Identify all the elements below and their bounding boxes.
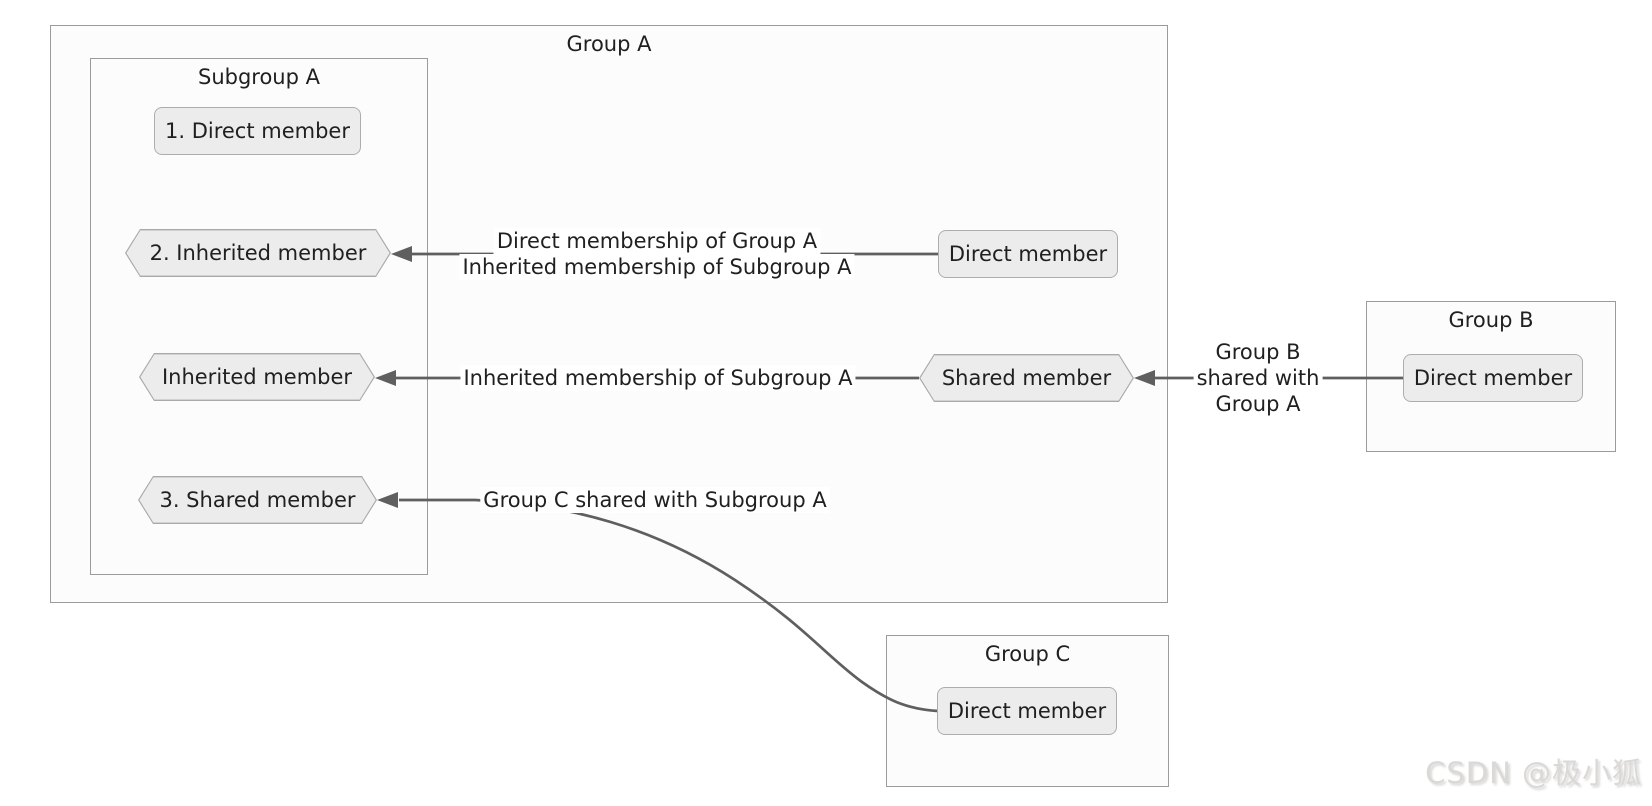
node-label: Direct member	[948, 242, 1108, 266]
cluster-title-group-a: Group A	[566, 32, 652, 56]
edge-direct-membership-arrowhead-icon	[391, 246, 412, 262]
edge-label-line: Inherited membership of Subgroup A	[460, 365, 856, 391]
hexagon-fill	[140, 354, 373, 399]
edge-label-group-c-shared: Group C shared with Subgroup A	[480, 487, 830, 513]
hexagon-fill	[126, 230, 389, 275]
cluster-title-group-b: Group B	[1448, 308, 1534, 332]
hexagon-fill	[139, 477, 375, 522]
node-label: Direct member	[947, 699, 1107, 723]
hexagon-fill	[920, 355, 1132, 400]
edge-group-c-shared-arrowhead-icon	[377, 492, 398, 508]
cluster-title-group-c: Group C	[984, 642, 1071, 666]
edge-group-b-shared-arrowhead-icon	[1134, 370, 1155, 386]
node-label: Direct member	[1413, 366, 1573, 390]
edge-label-line: Group B	[1212, 339, 1304, 365]
edge-label-group-b-shared: Group B shared with Group A	[1193, 339, 1323, 417]
node-subgroup-shared-member-3: 3. Shared member	[138, 476, 377, 524]
csdn-watermark: CSDN @极小狐	[1425, 756, 1642, 790]
edge-label-line: Direct membership of Group A	[493, 228, 821, 254]
edge-inherited-membership-arrowhead-icon	[375, 370, 396, 386]
node-label: 3. Shared member	[159, 488, 356, 512]
edge-label-line: shared with	[1193, 365, 1323, 391]
node-group-c-direct-member: Direct member	[937, 687, 1117, 735]
node-group-a-direct-member: Direct member	[938, 230, 1118, 278]
cluster-title-subgroup-a: Subgroup A	[197, 65, 320, 89]
node-label: Shared member	[941, 366, 1112, 390]
node-label: Inherited member	[161, 365, 353, 389]
node-subgroup-direct-member: 1. Direct member	[154, 107, 361, 155]
node-group-b-direct-member: Direct member	[1403, 354, 1583, 402]
edge-label-line: Group C shared with Subgroup A	[480, 487, 830, 513]
edge-label-line: Inherited membership of Subgroup A	[459, 254, 855, 280]
edge-group-c-shared-line	[399, 498, 939, 713]
edge-label-line: Group A	[1212, 391, 1304, 417]
edge-label-inherited-membership: Inherited membership of Subgroup A	[460, 365, 856, 391]
node-subgroup-inherited-member: Inherited member	[139, 353, 375, 401]
node-label: 2. Inherited member	[149, 241, 367, 265]
node-label: 1. Direct member	[165, 119, 350, 143]
edge-label-direct-membership: Direct membership of Group A Inherited m…	[459, 228, 855, 280]
node-subgroup-inherited-member-2: 2. Inherited member	[125, 229, 391, 277]
node-group-a-shared-member: Shared member	[919, 354, 1134, 402]
